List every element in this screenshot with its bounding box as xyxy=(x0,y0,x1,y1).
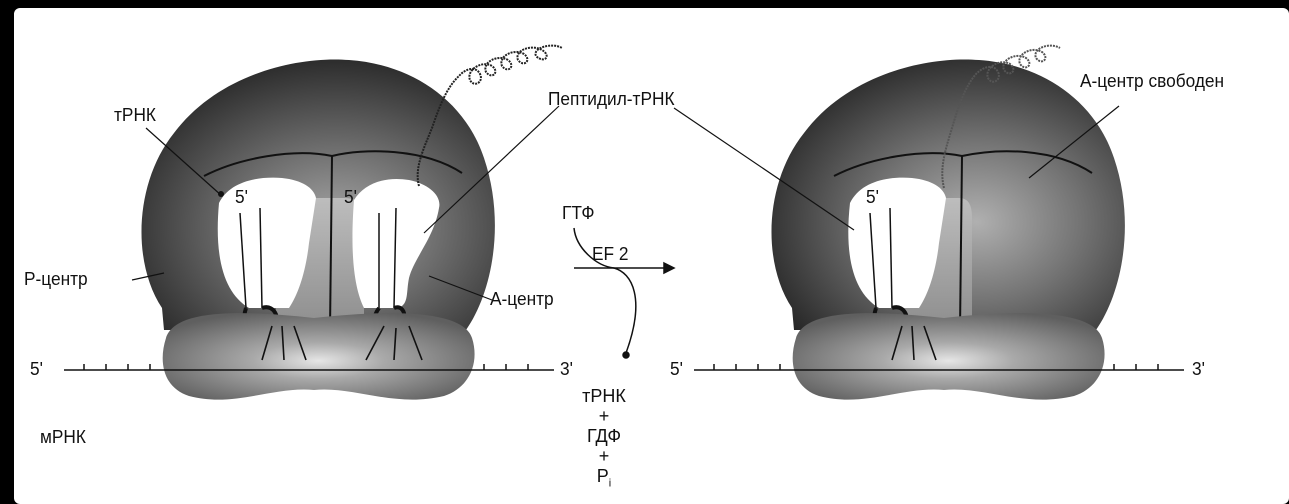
released-products: тРНК + ГДФ + Pi xyxy=(574,386,634,494)
label-a-site: А-центр xyxy=(490,290,554,308)
left-ribosome xyxy=(132,46,562,400)
slide: тРНК Пептидил-тРНК А-центр свободен Р-це… xyxy=(14,8,1289,504)
released-pi: Pi xyxy=(574,466,634,494)
right-small-subunit xyxy=(793,313,1105,399)
released-gdp: ГДФ xyxy=(574,426,634,446)
released-plus-2: + xyxy=(574,446,634,466)
label-right-p-five-prime: 5' xyxy=(866,188,879,206)
label-a-site-free: А-центр свободен xyxy=(1080,72,1224,90)
label-gtp: ГТФ xyxy=(562,204,594,222)
released-trna: тРНК xyxy=(574,386,634,406)
released-pi-main: P xyxy=(597,466,609,486)
label-right-mrna-three-prime: 3' xyxy=(1192,360,1205,378)
label-p-site: Р-центр xyxy=(24,270,88,288)
label-left-mrna-five-prime: 5' xyxy=(30,360,43,378)
label-peptidyl-trna: Пептидил-тРНК xyxy=(548,90,675,108)
label-left-a-five-prime: 5' xyxy=(344,188,357,206)
released-plus-1: + xyxy=(574,406,634,426)
left-small-subunit xyxy=(163,313,475,399)
label-left-mrna-three-prime: 3' xyxy=(560,360,573,378)
label-mrna: мРНК xyxy=(40,428,86,446)
label-trna: тРНК xyxy=(114,106,156,124)
right-ribosome xyxy=(674,46,1125,400)
label-ef2: EF 2 xyxy=(592,245,628,263)
label-right-mrna-five-prime: 5' xyxy=(670,360,683,378)
label-left-p-five-prime: 5' xyxy=(235,188,248,206)
released-pi-sub: i xyxy=(609,478,611,490)
